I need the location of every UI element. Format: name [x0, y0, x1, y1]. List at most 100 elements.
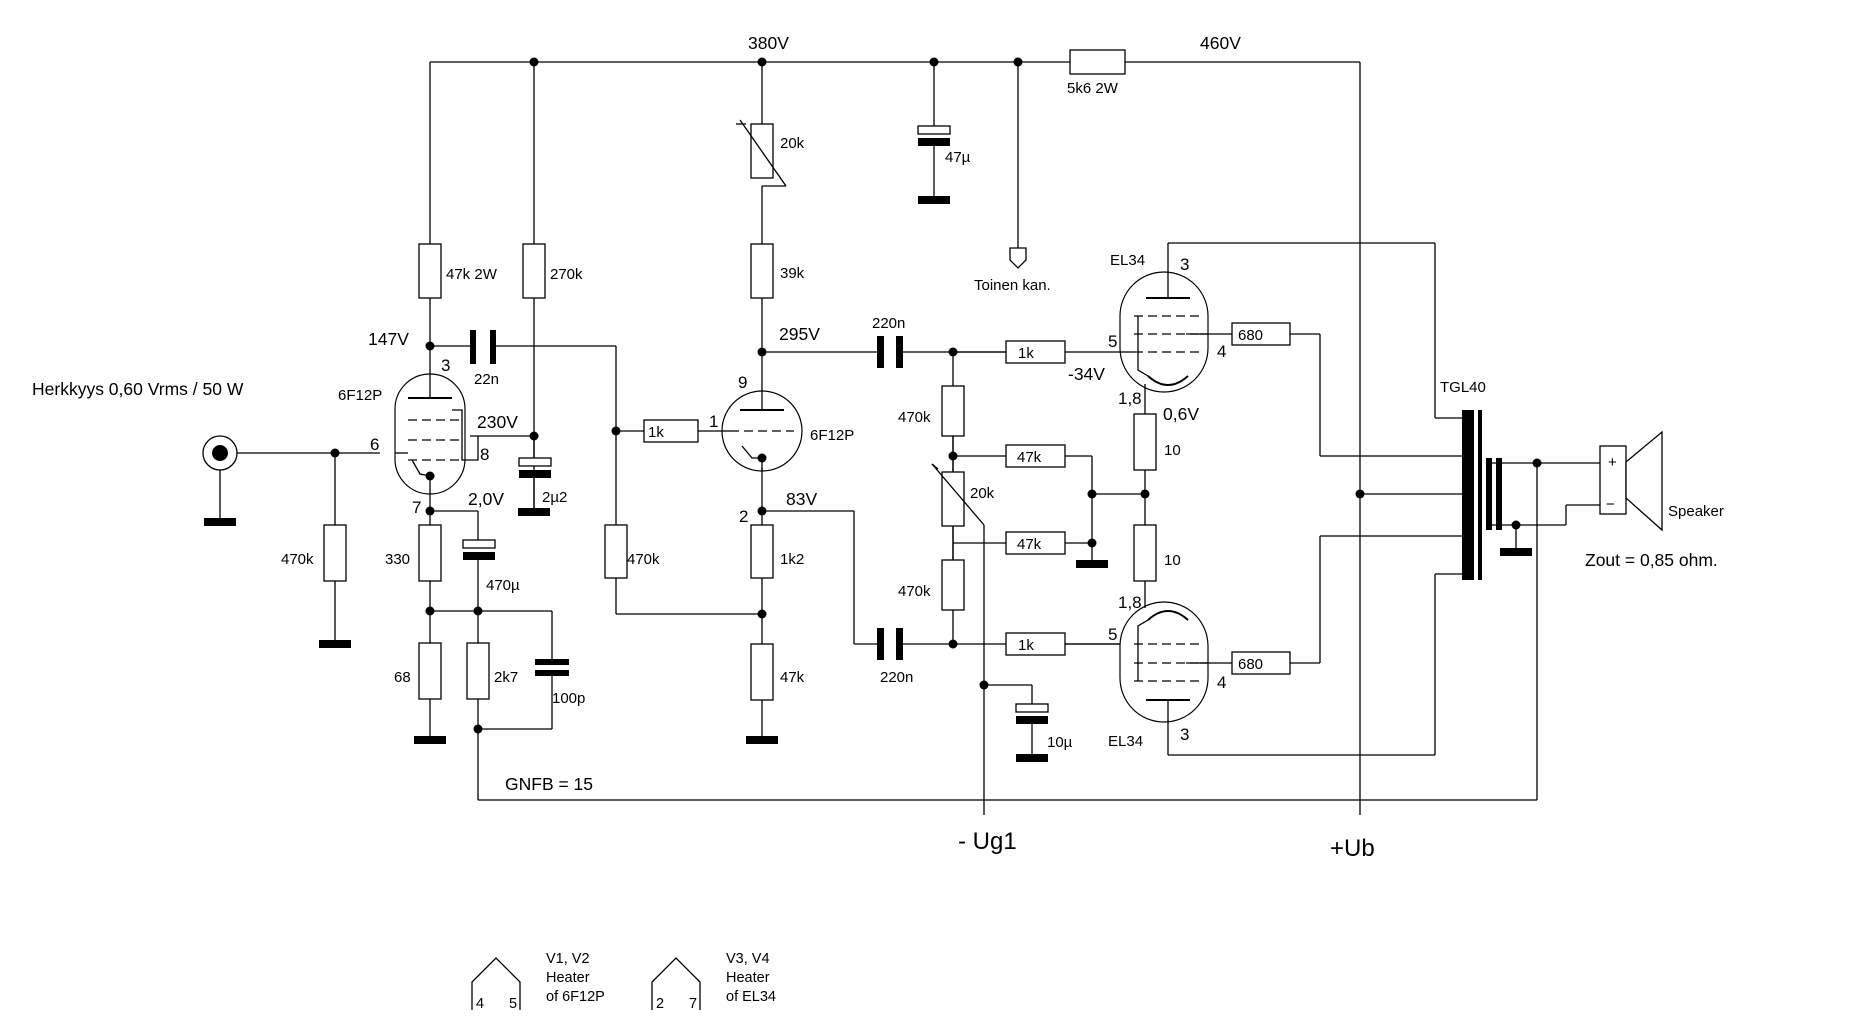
heater-symbol-2	[651, 957, 701, 1010]
label-2u2: 2µ2	[542, 489, 567, 506]
label-470u: 470µ	[486, 577, 520, 594]
heater-1-line2: Heater	[546, 970, 590, 986]
ground-symbol	[204, 518, 236, 526]
resistor-5k6	[1069, 49, 1126, 75]
label-tube-v1: 6F12P	[338, 387, 382, 404]
label-2-0v: 2,0V	[468, 489, 504, 509]
heater-2-line2: Heater	[726, 970, 770, 986]
label-tube-v4: EL34	[1108, 733, 1143, 750]
resistor-1k-top	[1005, 340, 1066, 364]
heater-symbol-1	[471, 957, 521, 1010]
capacitors	[462, 125, 1049, 724]
resistor-470k-mid	[604, 524, 628, 579]
ground-symbol	[414, 736, 446, 744]
pin-v3-grid: 5	[1108, 332, 1117, 351]
resistor-680-top	[1231, 322, 1291, 346]
label-spk-plus: +	[1608, 454, 1617, 471]
pin-v4-anode: 3	[1180, 725, 1189, 744]
label-680-bot: 680	[1238, 656, 1263, 673]
label-1k-v2: 1k	[648, 424, 664, 441]
heater-1-line1: V1, V2	[546, 951, 590, 967]
resistor-1k2	[750, 524, 774, 579]
resistor-39k	[750, 243, 774, 299]
heater-2-pin-b: 7	[689, 996, 697, 1012]
label-1k-bot: 1k	[1018, 637, 1034, 654]
resistor-470k-bot	[941, 559, 965, 611]
wiring	[219, 61, 1600, 815]
other-channel-arrow	[1009, 247, 1027, 269]
pin-v2-grid: 1	[709, 412, 718, 431]
input-jack	[202, 435, 238, 471]
label-2k7: 2k7	[494, 669, 518, 686]
resistor-2k7	[466, 642, 490, 700]
resistor-330	[418, 524, 442, 582]
label-tube-v2: 6F12P	[810, 427, 854, 444]
ground-symbol	[1500, 548, 1532, 556]
heater-1-pin-a: 4	[476, 996, 484, 1012]
label-100p: 100p	[552, 690, 585, 707]
label-zout: Zout = 0,85 ohm.	[1585, 550, 1718, 570]
resistor-68	[418, 642, 442, 700]
tube-v1	[394, 373, 479, 495]
label-sensitivity: Herkkyys 0,60 Vrms / 50 W	[32, 379, 244, 399]
resistor-47k-v2	[750, 643, 774, 701]
label-380v: 380V	[748, 33, 789, 53]
label-68: 68	[394, 669, 411, 686]
label-neg-ug1: - Ug1	[958, 828, 1017, 855]
label-47u: 47µ	[945, 149, 971, 166]
ground-symbol	[1076, 560, 1108, 568]
resistor-1k-bot	[1005, 632, 1066, 656]
pin-v1-screen: 8	[480, 445, 489, 464]
resistor-270k	[522, 243, 546, 299]
label-39k: 39k	[780, 265, 805, 282]
heater-1-pin-b: 5	[509, 996, 517, 1012]
pin-v3-cathode: 1,8	[1118, 389, 1142, 408]
label-220n-top: 220n	[872, 315, 905, 332]
label-22n: 22n	[474, 371, 499, 388]
label-147v: 147V	[368, 329, 409, 349]
label-1k-top: 1k	[1018, 345, 1034, 362]
resistor-10-bot	[1133, 524, 1157, 582]
label-5k6: 5k6 2W	[1067, 80, 1119, 97]
label-470k-bot: 470k	[898, 583, 931, 600]
label-other-channel: Toinen kan.	[974, 277, 1051, 294]
heater-2-line3: of EL34	[726, 989, 776, 1005]
ground-symbol	[918, 196, 950, 204]
label-83v: 83V	[786, 489, 817, 509]
label-330: 330	[385, 551, 410, 568]
label-transformer: TGL40	[1440, 379, 1486, 396]
resistor-47k-bot	[1005, 531, 1066, 555]
resistor-47k-2w	[418, 243, 442, 299]
pin-v3-screen: 4	[1217, 342, 1226, 361]
label-470k-in: 470k	[281, 551, 314, 568]
heater-1-line3: of 6F12P	[546, 989, 605, 1005]
ground-symbol	[746, 736, 778, 744]
pin-v4-screen: 4	[1217, 673, 1226, 692]
label-47k-top: 47k	[1017, 449, 1042, 466]
cap-2u2	[518, 457, 552, 478]
label-speaker: Speaker	[1668, 503, 1724, 520]
label-47k-v2: 47k	[780, 669, 805, 686]
resistor-1k-v2	[643, 419, 699, 443]
resistor-10-top	[1133, 413, 1157, 471]
label-neg34v: -34V	[1068, 364, 1105, 384]
label-230v: 230V	[477, 412, 518, 432]
label-47k-2w: 47k 2W	[446, 266, 498, 283]
label-10u: 10µ	[1047, 734, 1073, 751]
cap-100p	[535, 659, 569, 676]
ground-symbol	[319, 640, 351, 648]
label-470k-top: 470k	[898, 409, 931, 426]
label-20k-top: 20k	[780, 135, 805, 152]
tube-v3	[1119, 271, 1209, 393]
heater-2-line1: V3, V4	[726, 951, 770, 967]
cap-22n	[470, 330, 496, 364]
label-295v: 295V	[779, 324, 820, 344]
label-270k: 270k	[550, 266, 583, 283]
label-pos-ub: +Ub	[1330, 835, 1375, 862]
label-0-6v: 0,6V	[1163, 404, 1199, 424]
cap-470u	[462, 539, 496, 560]
label-10-bot: 10	[1164, 552, 1181, 569]
speaker	[1599, 430, 1663, 532]
resistor-680-bot	[1231, 651, 1291, 675]
